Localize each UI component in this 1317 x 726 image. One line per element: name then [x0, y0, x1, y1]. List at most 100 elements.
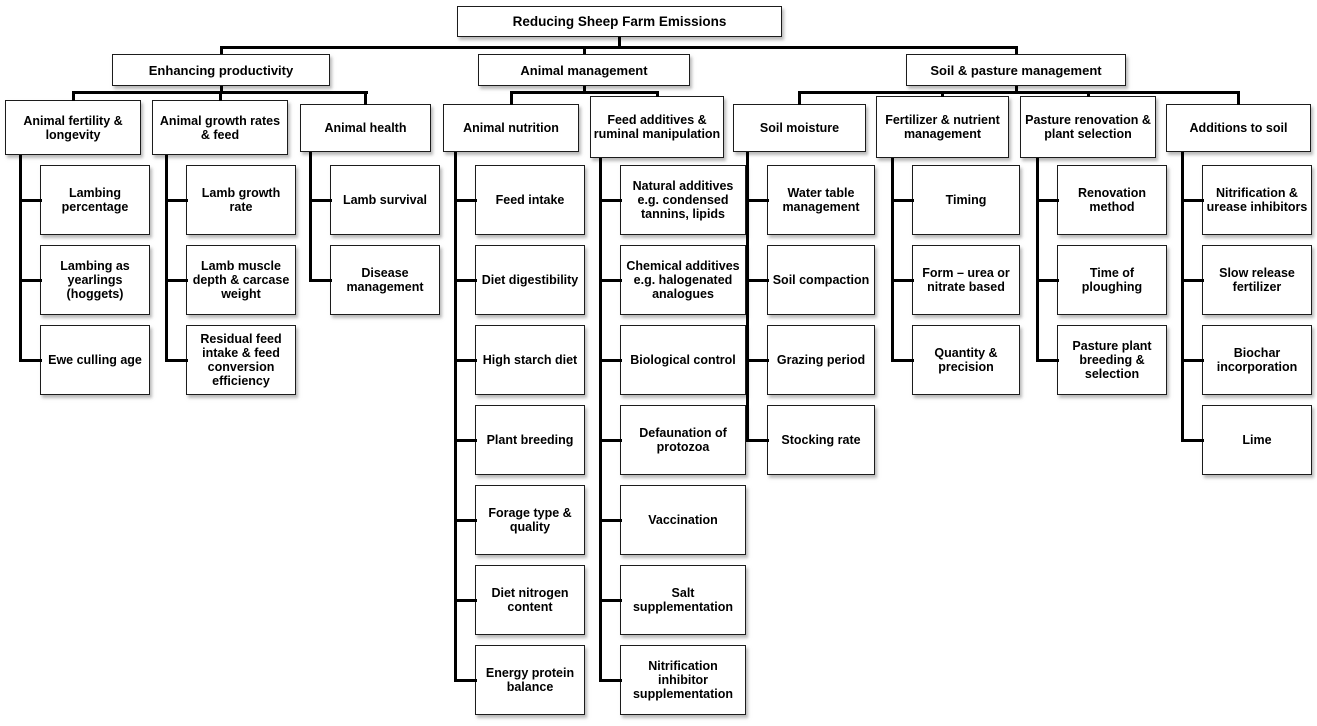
- connector-line: [454, 199, 477, 202]
- leaf-node: Diet digestibility: [475, 245, 585, 315]
- leaf-node-label: Chemical additives e.g. halogenated anal…: [626, 258, 740, 302]
- category-node-label: Fertilizer & nutrient management: [885, 113, 1000, 141]
- connector-line: [599, 158, 602, 682]
- leaf-node-label: Pasture plant breeding & selection: [1072, 338, 1152, 382]
- leaf-node-label: Biological control: [630, 352, 736, 367]
- leaf-node: Lamb muscle depth & carcase weight: [186, 245, 296, 315]
- leaf-node-label: Time of ploughing: [1081, 265, 1143, 294]
- connector-line: [599, 279, 622, 282]
- connector-line: [1036, 279, 1059, 282]
- connector-line: [798, 91, 801, 105]
- leaf-node: Timing: [912, 165, 1020, 235]
- leaf-node: Slow release fertilizer: [1202, 245, 1312, 315]
- leaf-node-label: Plant breeding: [486, 432, 574, 447]
- category-node-label: Animal fertility & longevity: [23, 113, 123, 142]
- connector-line: [1015, 46, 1018, 55]
- connector-line: [599, 599, 622, 602]
- leaf-node-label: Quantity & precision: [934, 345, 998, 374]
- leaf-node: Lime: [1202, 405, 1312, 475]
- branch-node: Animal management: [478, 54, 690, 86]
- category-node: Animal nutrition: [443, 104, 579, 152]
- connector-line: [599, 359, 622, 362]
- connector-line: [19, 279, 42, 282]
- leaf-node-label: Soil compaction: [772, 272, 870, 287]
- leaf-node: Soil compaction: [767, 245, 875, 315]
- leaf-node-label: High starch diet: [482, 352, 578, 367]
- leaf-node-label: Lamb survival: [342, 192, 428, 207]
- connector-line: [510, 91, 659, 94]
- connector-line: [656, 91, 659, 97]
- connector-line: [941, 91, 944, 97]
- leaf-node: Form – urea or nitrate based: [912, 245, 1020, 315]
- connector-line: [746, 199, 769, 202]
- leaf-node: High starch diet: [475, 325, 585, 395]
- leaf-node: Chemical additives e.g. halogenated anal…: [620, 245, 746, 315]
- leaf-node: Forage type & quality: [475, 485, 585, 555]
- root-node: Reducing Sheep Farm Emissions: [457, 6, 782, 37]
- connector-line: [165, 155, 168, 362]
- leaf-node-label: Salt supplementation: [632, 585, 733, 614]
- connector-line: [19, 155, 22, 362]
- connector-line: [1181, 439, 1204, 442]
- leaf-node: Natural additives e.g. condensed tannins…: [620, 165, 746, 235]
- connector-line: [1181, 152, 1184, 442]
- connector-line: [1087, 91, 1090, 97]
- branch-node-label: Soil & pasture management: [930, 62, 1102, 78]
- leaf-node: Biochar incorporation: [1202, 325, 1312, 395]
- connector-line: [219, 91, 222, 101]
- category-node-label: Soil moisture: [759, 121, 840, 135]
- connector-line: [19, 359, 42, 362]
- connector-line: [220, 86, 223, 92]
- leaf-node: Salt supplementation: [620, 565, 746, 635]
- connector-line: [1036, 158, 1039, 362]
- leaf-node-label: Diet digestibility: [481, 272, 579, 287]
- leaf-node-label: Residual feed intake & feed conversion e…: [200, 331, 282, 389]
- connector-line: [798, 91, 1240, 94]
- connector-line: [599, 679, 622, 682]
- leaf-node: Stocking rate: [767, 405, 875, 475]
- branch-node-label: Enhancing productivity: [148, 62, 294, 78]
- branch-node: Enhancing productivity: [112, 54, 330, 86]
- leaf-node-label: Feed intake: [495, 192, 565, 207]
- connector-line: [454, 279, 477, 282]
- leaf-node-label: Lamb muscle depth & carcase weight: [192, 258, 290, 302]
- leaf-node: Lambing percentage: [40, 165, 150, 235]
- connector-line: [220, 46, 1018, 49]
- connector-line: [1181, 279, 1204, 282]
- leaf-node: Plant breeding: [475, 405, 585, 475]
- leaf-node-label: Form – urea or nitrate based: [922, 265, 1010, 294]
- leaf-node: Biological control: [620, 325, 746, 395]
- leaf-node-label: Slow release fertilizer: [1219, 265, 1295, 294]
- connector-line: [599, 199, 622, 202]
- branch-node-label: Animal management: [520, 62, 648, 78]
- leaf-node-label: Renovation method: [1077, 185, 1147, 214]
- category-node-label: Animal health: [324, 121, 407, 135]
- connector-line: [510, 91, 513, 105]
- connector-line: [583, 86, 586, 92]
- leaf-node: Ewe culling age: [40, 325, 150, 395]
- category-node: Soil moisture: [733, 104, 866, 152]
- connector-line: [891, 279, 914, 282]
- category-node-label: Animal nutrition: [463, 121, 559, 135]
- leaf-node: Feed intake: [475, 165, 585, 235]
- leaf-node-label: Ewe culling age: [48, 352, 142, 367]
- connector-line: [220, 46, 223, 55]
- connector-line: [746, 279, 769, 282]
- leaf-node: Pasture plant breeding & selection: [1057, 325, 1167, 395]
- leaf-node: Lamb growth rate: [186, 165, 296, 235]
- leaf-node-label: Natural additives e.g. condensed tannins…: [632, 178, 734, 222]
- leaf-node: Water table management: [767, 165, 875, 235]
- leaf-node-label: Lambing as yearlings (hoggets): [60, 258, 130, 302]
- connector-line: [454, 359, 477, 362]
- connector-line: [618, 37, 621, 46]
- connector-line: [746, 439, 769, 442]
- connector-line: [583, 46, 586, 55]
- category-node: Additions to soil: [1166, 104, 1311, 152]
- connector-line: [165, 359, 188, 362]
- category-node: Pasture renovation & plant selection: [1020, 96, 1156, 158]
- leaf-node: Disease management: [330, 245, 440, 315]
- leaf-node: Nitrification & urease inhibitors: [1202, 165, 1312, 235]
- connector-line: [891, 158, 894, 362]
- leaf-node-label: Grazing period: [776, 352, 866, 367]
- category-node-label: Feed additives & ruminal manipulation: [593, 113, 721, 141]
